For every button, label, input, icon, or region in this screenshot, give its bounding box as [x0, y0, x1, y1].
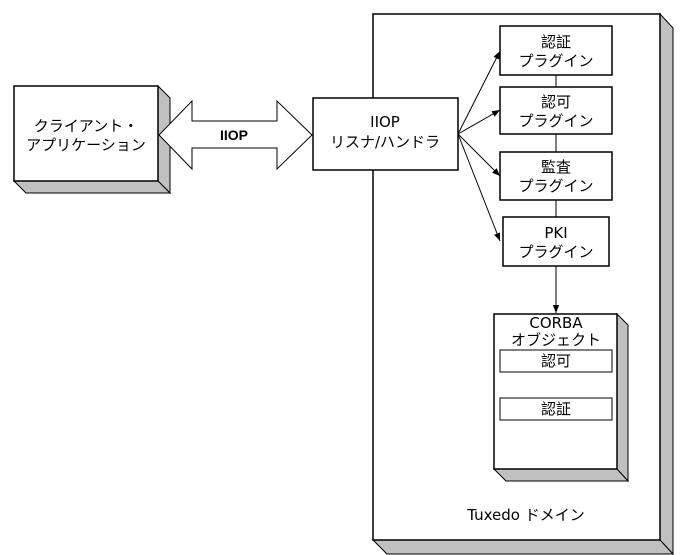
client-shadow-bottom	[12, 180, 172, 194]
client-label-line1: クライアント・	[34, 117, 138, 135]
plugin-authorization-subtitle: プラグイン	[518, 112, 593, 130]
connector-to-pki-plugin	[457, 133, 501, 242]
connector-to-authorization-plugin	[457, 109, 501, 135]
domain-shadow-right	[659, 12, 674, 555]
plugin-authorization: 認可 プラグイン	[499, 86, 613, 135]
connector-to-authentication-plugin	[457, 50, 501, 135]
corba-inner-authorization-label: 認可	[541, 352, 571, 370]
iiop-arrow-shape	[158, 99, 313, 171]
plugin-authentication-face	[499, 25, 613, 76]
client-label-line2: アプリケーション	[26, 136, 146, 154]
plugin-pki-subtitle: プラグイン	[518, 243, 593, 261]
corba-object-box: CORBA オブジェクト 認可 認証	[492, 312, 630, 483]
plugin-authentication-title: 認証	[541, 33, 571, 51]
corba-label-line1: CORBA	[529, 314, 583, 332]
listener-label-line2: リスナ/ハンドラ	[330, 133, 440, 151]
connector-to-audit-plugin	[457, 133, 501, 177]
iiop-double-arrow: IIOP	[158, 99, 313, 171]
corba-label-line2: オブジェクト	[511, 331, 601, 349]
domain-label: Tuxedo ドメイン	[466, 506, 585, 524]
plugin-audit: 監査 プラグイン	[499, 151, 613, 201]
corba-inner-authentication-box	[499, 397, 613, 421]
plugin-audit-subtitle: プラグイン	[518, 177, 593, 195]
corba-shadow-bottom	[492, 468, 630, 482]
plugin-authorization-title: 認可	[541, 93, 571, 111]
iiop-listener-box: IIOP リスナ/ハンドラ	[312, 97, 459, 171]
plugin-authentication: 認証 プラグイン	[499, 25, 613, 76]
corba-inner-authorization-box	[499, 349, 613, 373]
plugin-pki-face	[502, 216, 610, 267]
plugin-pki-title: PKI	[544, 224, 567, 242]
plugin-authorization-face	[499, 86, 613, 135]
corba-inner-authentication-label: 認証	[541, 400, 571, 418]
listener-plugin-connectors	[457, 50, 501, 242]
domain-shadow-bottom	[371, 539, 675, 555]
plugin-audit-face	[499, 151, 613, 201]
plugin-pki: PKI プラグイン	[502, 216, 610, 267]
listener-label-line1: IIOP	[370, 113, 400, 131]
iiop-arrow-label: IIOP	[220, 127, 248, 143]
client-application-box: クライアント・ アプリケーション	[12, 84, 172, 195]
plugin-authentication-subtitle: プラグイン	[518, 52, 593, 70]
client-face	[13, 85, 159, 182]
plugin-audit-title: 監査	[541, 158, 571, 176]
corba-face	[493, 313, 618, 470]
corba-shadow-right	[616, 312, 629, 483]
